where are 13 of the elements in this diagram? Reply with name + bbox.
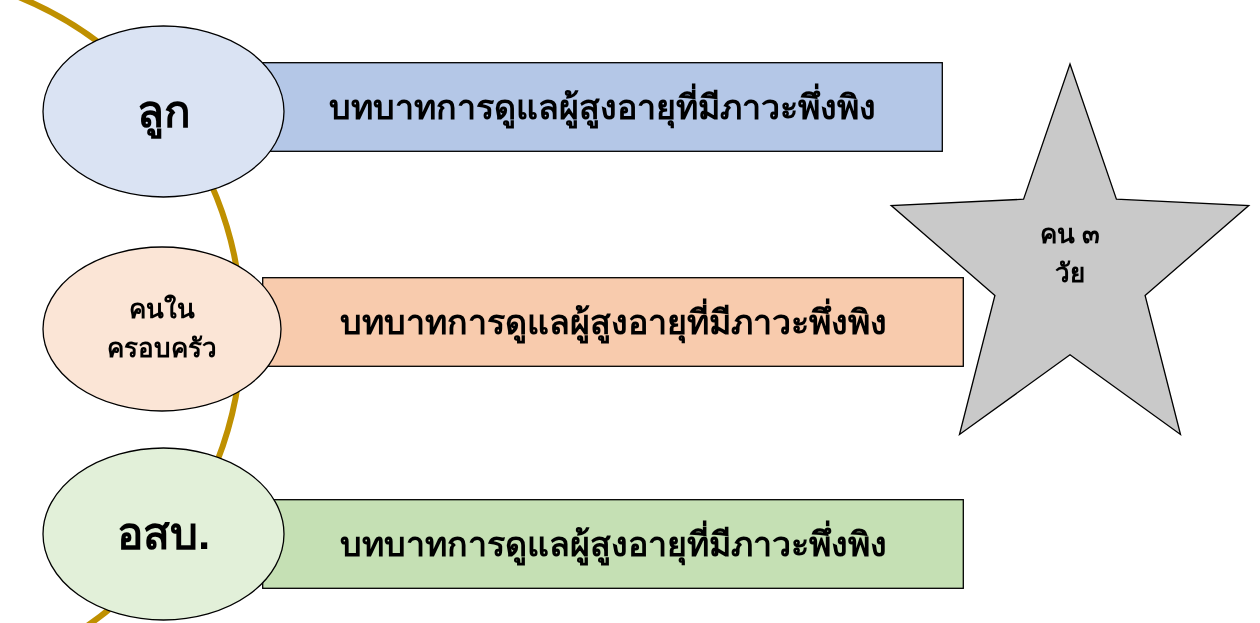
ellipse-node [42, 447, 285, 621]
node-label: คน ๓ วัย [1038, 217, 1102, 290]
node-label: ลูก [63, 78, 264, 145]
node-label: คนในครอบครัว [106, 293, 218, 365]
role-box [262, 62, 943, 152]
ellipse-node [42, 246, 282, 412]
node-label: บทบาทการดูแลผู้สูงอายุที่มีภาวะพึ่งพิง [273, 518, 953, 570]
node-label: อสบ. [115, 508, 212, 560]
node-label: บทบาทการดูแลผู้สูงอายุที่มีภาวะพึ่งพิง [272, 81, 933, 133]
role-box [262, 277, 964, 367]
role-box [262, 499, 964, 589]
ellipse-node [42, 25, 285, 198]
node-label: บทบาทการดูแลผู้สูงอายุที่มีภาวะพึ่งพิง [273, 296, 953, 348]
